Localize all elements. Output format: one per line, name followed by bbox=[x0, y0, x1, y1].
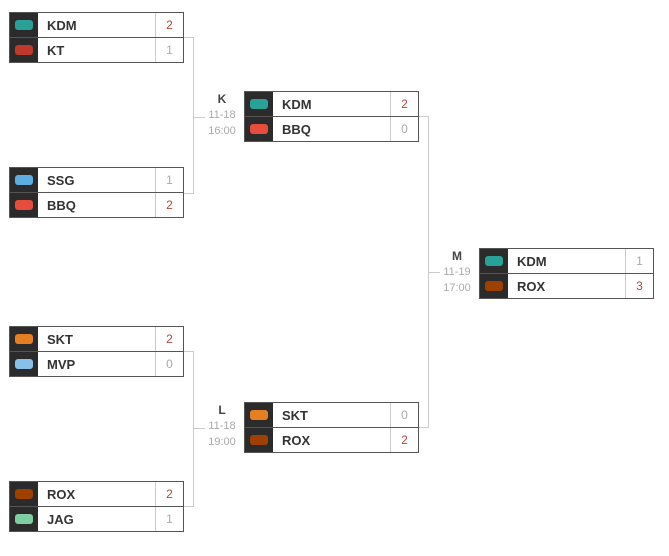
team-score: 2 bbox=[390, 428, 418, 452]
team-score: 0 bbox=[390, 117, 418, 141]
team-score: 2 bbox=[155, 327, 183, 351]
team-name: SKT bbox=[282, 407, 308, 423]
team-logo-icon bbox=[10, 482, 38, 506]
team-logo-icon bbox=[10, 13, 38, 37]
match-time: 16:00 bbox=[208, 125, 236, 137]
match-date: 11-19 bbox=[443, 266, 471, 278]
team-logo-icon bbox=[245, 117, 273, 141]
team-row[interactable]: ROX 2 bbox=[10, 482, 183, 507]
team-logo-icon bbox=[480, 274, 508, 298]
team-row[interactable]: JAG 1 bbox=[10, 507, 183, 531]
team-logo-icon bbox=[245, 403, 273, 427]
match-info: L 11-18 19:00 bbox=[202, 402, 242, 450]
match-date: 11-18 bbox=[208, 109, 236, 121]
team-score: 1 bbox=[625, 249, 653, 273]
team-logo-icon bbox=[480, 249, 508, 273]
team-row[interactable]: BBQ 0 bbox=[245, 117, 418, 141]
team-name: BBQ bbox=[282, 121, 311, 137]
team-row[interactable]: KDM 1 bbox=[480, 249, 653, 274]
team-logo-icon bbox=[10, 38, 38, 62]
team-name: ROX bbox=[282, 432, 311, 448]
team-name: SKT bbox=[47, 331, 73, 347]
match-info: K 11-18 16:00 bbox=[202, 91, 242, 139]
team-name: BBQ bbox=[47, 197, 76, 213]
team-row[interactable]: ROX 2 bbox=[245, 428, 418, 452]
match-label: M bbox=[452, 249, 462, 263]
team-logo-icon bbox=[10, 193, 38, 217]
match-time: 19:00 bbox=[208, 436, 236, 448]
team-score: 2 bbox=[155, 193, 183, 217]
match-label: L bbox=[218, 403, 226, 417]
team-logo-icon bbox=[10, 352, 38, 376]
team-row[interactable]: KDM 2 bbox=[245, 92, 418, 117]
team-name: ROX bbox=[47, 486, 76, 502]
team-name: KT bbox=[47, 42, 65, 58]
team-name: KDM bbox=[282, 96, 312, 112]
team-score: 2 bbox=[155, 482, 183, 506]
match-label: K bbox=[217, 92, 227, 106]
team-name: JAG bbox=[47, 511, 74, 527]
team-logo-icon bbox=[10, 507, 38, 531]
team-row[interactable]: ROX 3 bbox=[480, 274, 653, 298]
team-name: KDM bbox=[517, 253, 547, 269]
team-score: 0 bbox=[390, 403, 418, 427]
team-score: 2 bbox=[155, 13, 183, 37]
team-score: 3 bbox=[625, 274, 653, 298]
team-name: MVP bbox=[47, 356, 76, 372]
team-row[interactable]: BBQ 2 bbox=[10, 193, 183, 217]
team-row[interactable]: MVP 0 bbox=[10, 352, 183, 376]
team-logo-icon bbox=[10, 327, 38, 351]
team-score: 1 bbox=[155, 507, 183, 531]
team-score: 0 bbox=[155, 352, 183, 376]
match-date: 11-18 bbox=[208, 420, 236, 432]
team-score: 1 bbox=[155, 168, 183, 192]
team-row[interactable]: SSG 1 bbox=[10, 168, 183, 193]
match-time: 17:00 bbox=[443, 282, 471, 294]
team-row[interactable]: KDM 2 bbox=[10, 13, 183, 38]
team-row[interactable]: KT 1 bbox=[10, 38, 183, 62]
team-name: KDM bbox=[47, 17, 77, 33]
team-name: SSG bbox=[47, 172, 75, 188]
team-logo-icon bbox=[10, 168, 38, 192]
team-row[interactable]: SKT 0 bbox=[245, 403, 418, 428]
team-row[interactable]: SKT 2 bbox=[10, 327, 183, 352]
team-logo-icon bbox=[245, 428, 273, 452]
team-logo-icon bbox=[245, 92, 273, 116]
team-score: 1 bbox=[155, 38, 183, 62]
match-info: M 11-19 17:00 bbox=[437, 248, 477, 296]
team-score: 2 bbox=[390, 92, 418, 116]
team-name: ROX bbox=[517, 278, 546, 294]
